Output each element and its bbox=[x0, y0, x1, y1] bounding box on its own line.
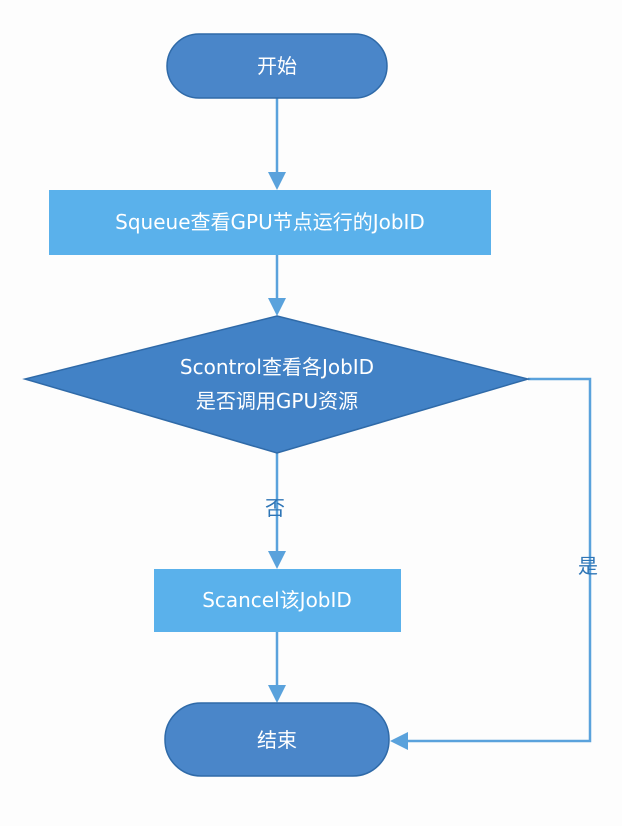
query-jobs-node: Squeue查看GPU节点运行的JobID bbox=[49, 190, 491, 255]
query-jobs-node-label: Squeue查看GPU节点运行的JobID bbox=[115, 210, 425, 234]
cancel-job-node: Scancel该JobID bbox=[154, 569, 401, 632]
edge-cancel-to-end-arrowhead bbox=[268, 685, 286, 703]
query-jobs-node-shape bbox=[49, 190, 491, 255]
edge-check-to-end bbox=[404, 377, 592, 743]
edge-label-yes: 是 bbox=[578, 554, 598, 578]
end-node: 结束 bbox=[164, 702, 390, 777]
start-node: 开始 bbox=[166, 33, 388, 99]
check-gpu-node-line1: Scontrol查看各JobID bbox=[180, 355, 374, 379]
edge-check-to-cancel-arrowhead bbox=[268, 551, 286, 569]
edge-label-no: 否 bbox=[265, 496, 285, 520]
connectors bbox=[268, 98, 592, 750]
check-gpu-node-shape bbox=[22, 315, 531, 454]
edge-start-to-query-arrowhead bbox=[268, 172, 286, 190]
end-node-shape bbox=[164, 702, 390, 777]
cancel-job-node-shape bbox=[154, 569, 401, 632]
start-node-label: 开始 bbox=[257, 54, 297, 78]
check-gpu-node-line2: 是否调用GPU资源 bbox=[196, 389, 358, 413]
edge-check-to-end-arrowhead bbox=[390, 732, 408, 750]
edge-query-to-check-arrowhead bbox=[268, 298, 286, 316]
check-gpu-node: Scontrol查看各JobID 是否调用GPU资源 bbox=[22, 315, 531, 454]
end-node-label: 结束 bbox=[257, 728, 297, 752]
cancel-job-node-label: Scancel该JobID bbox=[202, 588, 352, 612]
start-node-shape bbox=[166, 33, 388, 99]
